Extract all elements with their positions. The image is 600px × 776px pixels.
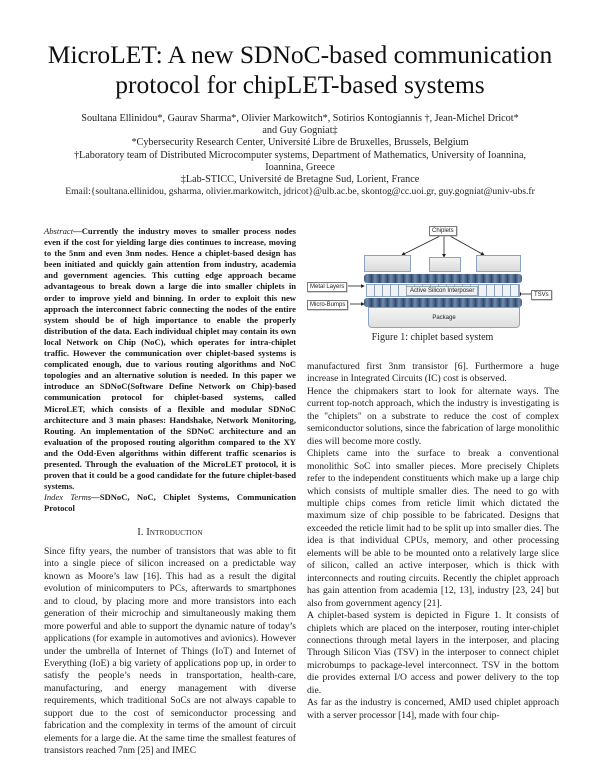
section-number: I. bbox=[137, 527, 144, 539]
paper-title: MicroLET: A new SDNoC-based communicatio… bbox=[0, 40, 600, 100]
chiplet-left bbox=[364, 255, 411, 272]
index-terms-text: —SDNoC, NoC, Chiplet Systems, Communicat… bbox=[44, 492, 296, 514]
metal-layers-label: Metal Layers bbox=[307, 282, 348, 292]
right-paragraph-2: Hence the chipmakers start to look for a… bbox=[307, 385, 559, 447]
authors-line-2: and Guy Gogniat‡ bbox=[262, 125, 338, 137]
right-paragraph-4: A chiplet-based system is depicted in Fi… bbox=[307, 610, 559, 696]
index-terms: Index Terms—SDNoC, NoC, Chiplet Systems,… bbox=[44, 492, 296, 514]
chiplets-label: Chiplets bbox=[429, 226, 457, 236]
figure-caption: Figure 1: chiplet based system bbox=[371, 332, 494, 343]
section-title: Introduction bbox=[146, 527, 203, 539]
right-paragraph-5: As far as the industry is concerned, AMD… bbox=[307, 697, 559, 721]
arrow-connectors bbox=[348, 235, 532, 306]
title-line-2: protocol for chipLET-based systems bbox=[115, 70, 485, 99]
interposer-label: Active Silicon Interposer bbox=[406, 286, 479, 296]
lower-micro-bumps bbox=[364, 298, 522, 307]
abstract-lead: Abstract bbox=[44, 226, 74, 236]
author-block: Soultana Ellinidou*, Gaurav Sharma*, Oli… bbox=[40, 113, 560, 198]
left-column: Abstract—Currently the industry moves to… bbox=[44, 226, 296, 758]
affiliation-3: ‡Lab-STICC, Université de Bretagne Sud, … bbox=[180, 174, 420, 186]
micro-bumps-label: Micro-Bumps bbox=[307, 300, 349, 310]
abstract-text: —Currently the industry moves to smaller… bbox=[44, 226, 296, 492]
chiplet-middle bbox=[429, 257, 461, 272]
abstract: Abstract—Currently the industry moves to… bbox=[44, 226, 296, 492]
right-column: manufactured first 3nm transistor [6]. F… bbox=[307, 361, 559, 722]
right-paragraph-3: Chiplets came into the surface to break … bbox=[307, 448, 559, 609]
tsvs-label: TSVs bbox=[531, 290, 552, 300]
affiliation-1: *Cybersecurity Research Center, Universi… bbox=[131, 137, 469, 149]
package: Package bbox=[368, 307, 520, 328]
chiplet-right bbox=[476, 255, 521, 272]
intro-paragraph-1: Since fifty years, the number of transis… bbox=[44, 545, 296, 757]
upper-micro-bumps bbox=[364, 274, 522, 283]
section-heading-introduction: I. Introduction bbox=[44, 527, 296, 539]
authors-line-1: Soultana Ellinidou*, Gaurav Sharma*, Oli… bbox=[81, 113, 519, 124]
email-line: Email:{soultana.ellinidou, gsharma, oliv… bbox=[65, 186, 535, 198]
index-terms-lead: Index Terms bbox=[44, 492, 92, 503]
title-line-1: MicroLET: A new SDNoC-based communicatio… bbox=[47, 40, 553, 69]
figure-chiplet-diagram: Chiplets Active Silicon Interposer Packa… bbox=[300, 222, 565, 332]
right-paragraph-1: manufactured first 3nm transistor [6]. F… bbox=[307, 361, 559, 385]
affiliation-2: †Laboratory team of Distributed Microcom… bbox=[73, 149, 527, 173]
